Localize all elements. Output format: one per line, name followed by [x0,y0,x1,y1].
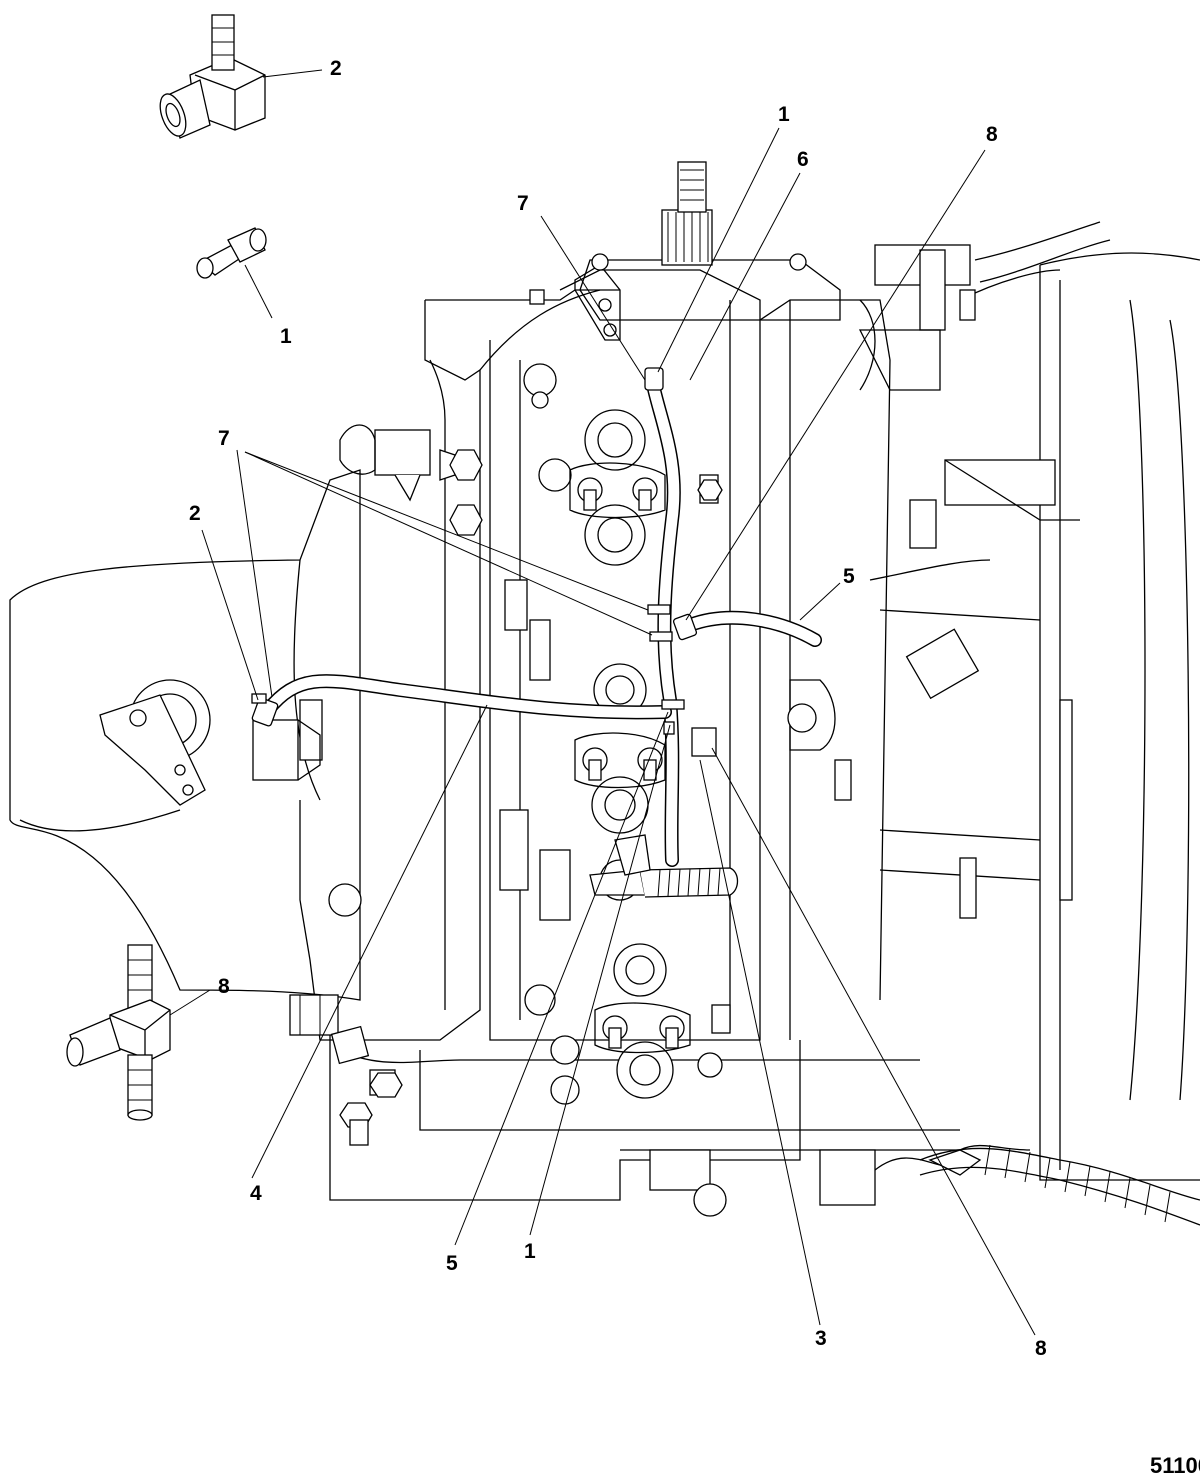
callout-8-bottom: 8 [1035,1337,1047,1360]
figure-number: 51100 [1150,1453,1200,1477]
leader-lines [169,69,1036,1336]
engine-block [9,161,1200,1226]
callout-6-top: 6 [797,148,809,171]
callout-3-bottom: 3 [815,1327,827,1350]
callout-5-bottom: 5 [446,1252,458,1275]
callout-8-fitting: 8 [218,975,230,998]
callout-1-top: 1 [778,103,790,126]
callout-8-top: 8 [986,123,998,146]
callout-labels: 2 1 7 2 8 7 1 6 8 5 4 5 1 3 8 [189,57,1047,1360]
fuel-hoses [251,367,822,867]
callout-4-bottom: 4 [250,1182,262,1205]
fuel-boss-middle [574,663,666,834]
callout-1-fitting: 1 [280,325,292,348]
callout-7-top: 7 [517,192,529,215]
callout-7-left: 7 [218,427,230,450]
straight-fitting-1 [196,227,267,279]
mount-bolts [330,1025,403,1146]
fuel-boss-lower [550,943,723,1105]
throttle-arm-bracket [99,679,211,806]
callout-2-fitting: 2 [330,57,342,80]
elbow-fitting-2 [159,14,266,139]
callout-2-left: 2 [189,502,201,525]
tee-fitting-8 [66,944,171,1121]
callout-1-bottom: 1 [524,1240,536,1263]
callout-5-right: 5 [843,565,855,588]
fuel-boss-upper [569,409,666,566]
